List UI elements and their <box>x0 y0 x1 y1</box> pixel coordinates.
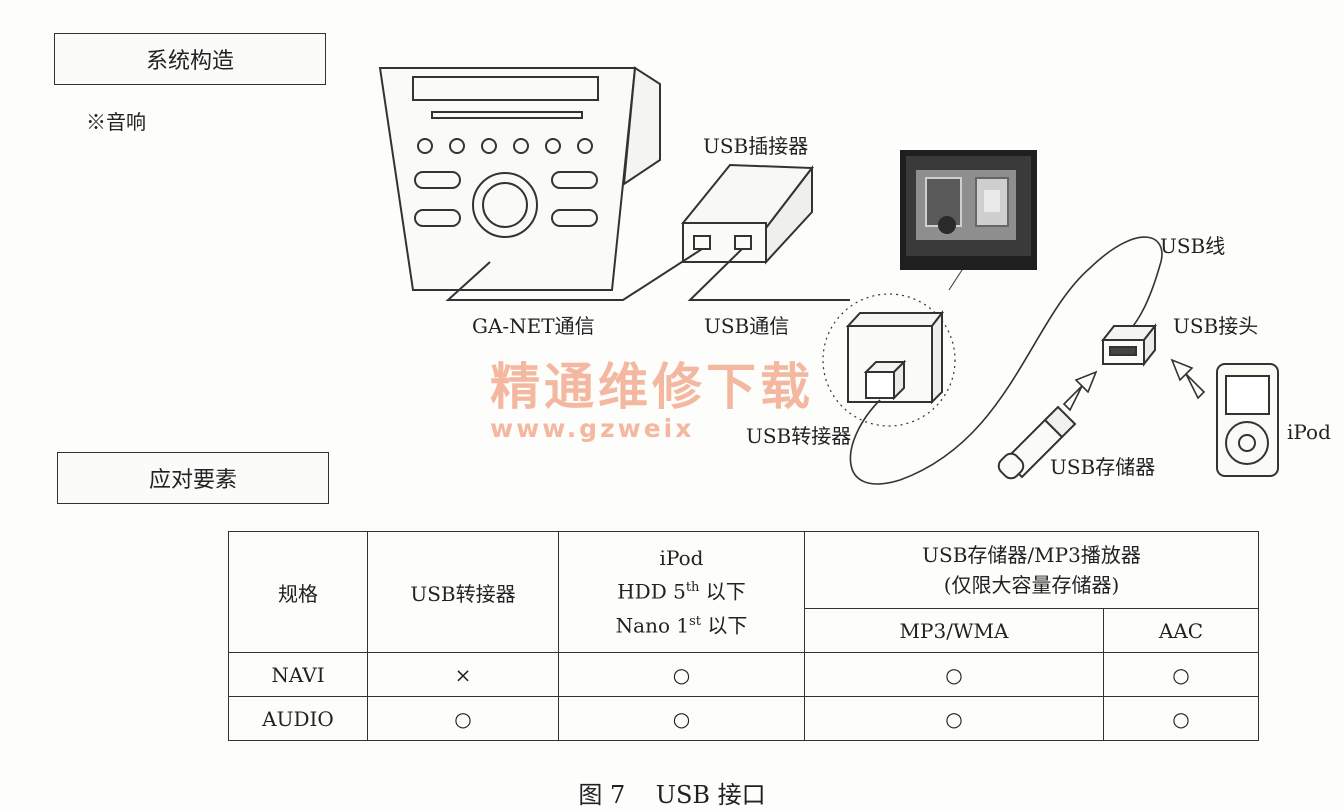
usb-plug <box>1100 323 1158 367</box>
storage-line-1: USB存储器/MP3播放器 <box>922 543 1141 567</box>
table-row: NAVI × ○ ○ ○ <box>228 652 1259 697</box>
usb-storage-label: USB存储器 <box>1050 455 1156 479</box>
arrow-up-left <box>1170 358 1206 400</box>
table-row: AUDIO ○ ○ ○ ○ <box>228 696 1259 741</box>
ipod-line-1: iPod <box>659 546 704 571</box>
usb-port-photo <box>900 150 1037 270</box>
cell-mp3: ○ <box>804 696 1104 741</box>
usb-stick <box>997 405 1077 480</box>
row-name: NAVI <box>228 652 368 697</box>
compatibility-table: 规格 USB转接器 iPod HDD 5th 以下 Nano 1st 以下 US… <box>228 531 1259 741</box>
header-spec: 规格 <box>228 531 368 653</box>
usb-system-diagram <box>378 66 1279 485</box>
factors-heading: 应对要素 <box>57 452 329 504</box>
cell-ipod: ○ <box>558 696 805 741</box>
arrow-up-right <box>1062 370 1098 412</box>
header-aac: AAC <box>1103 608 1259 653</box>
cell-aac: ○ <box>1103 696 1259 741</box>
header-ipod: iPod HDD 5th 以下 Nano 1st 以下 <box>558 531 805 653</box>
ipod-line-2: HDD 5th 以下 <box>617 580 746 604</box>
cell-mp3: ○ <box>804 652 1104 697</box>
figure-caption: 图 7 USB 接口 <box>578 781 766 809</box>
ipod-label: iPod <box>1287 420 1331 444</box>
ganet-comm-label: GA-NET通信 <box>472 314 595 338</box>
usb-connector-label: USB插接器 <box>703 134 809 158</box>
storage-line-2: (仅限大容量存储器) <box>943 573 1120 597</box>
cell-adapter: × <box>367 652 559 697</box>
usb-plug-label: USB接头 <box>1173 314 1259 338</box>
ipod-line-3: Nano 1st 以下 <box>615 613 748 638</box>
cell-ipod: ○ <box>558 652 805 697</box>
header-mp3-wma: MP3/WMA <box>804 608 1104 653</box>
header-usb-storage: USB存储器/MP3播放器 (仅限大容量存储器) <box>804 531 1259 609</box>
audio-head-unit <box>378 66 661 291</box>
cell-adapter: ○ <box>367 696 559 741</box>
row-name: AUDIO <box>228 696 368 741</box>
usb-adapter-box <box>845 310 945 405</box>
cell-aac: ○ <box>1103 652 1259 697</box>
usb-connector-box <box>680 163 814 265</box>
audio-note: ※音响 <box>86 110 146 134</box>
header-usb-adapter: USB转接器 <box>367 531 559 653</box>
usb-cable-label: USB线 <box>1160 234 1226 258</box>
system-structure-heading: 系统构造 <box>54 33 326 85</box>
usb-comm-label: USB通信 <box>704 314 790 338</box>
ipod-device <box>1216 363 1279 477</box>
usb-adapter-label: USB转接器 <box>746 424 852 448</box>
